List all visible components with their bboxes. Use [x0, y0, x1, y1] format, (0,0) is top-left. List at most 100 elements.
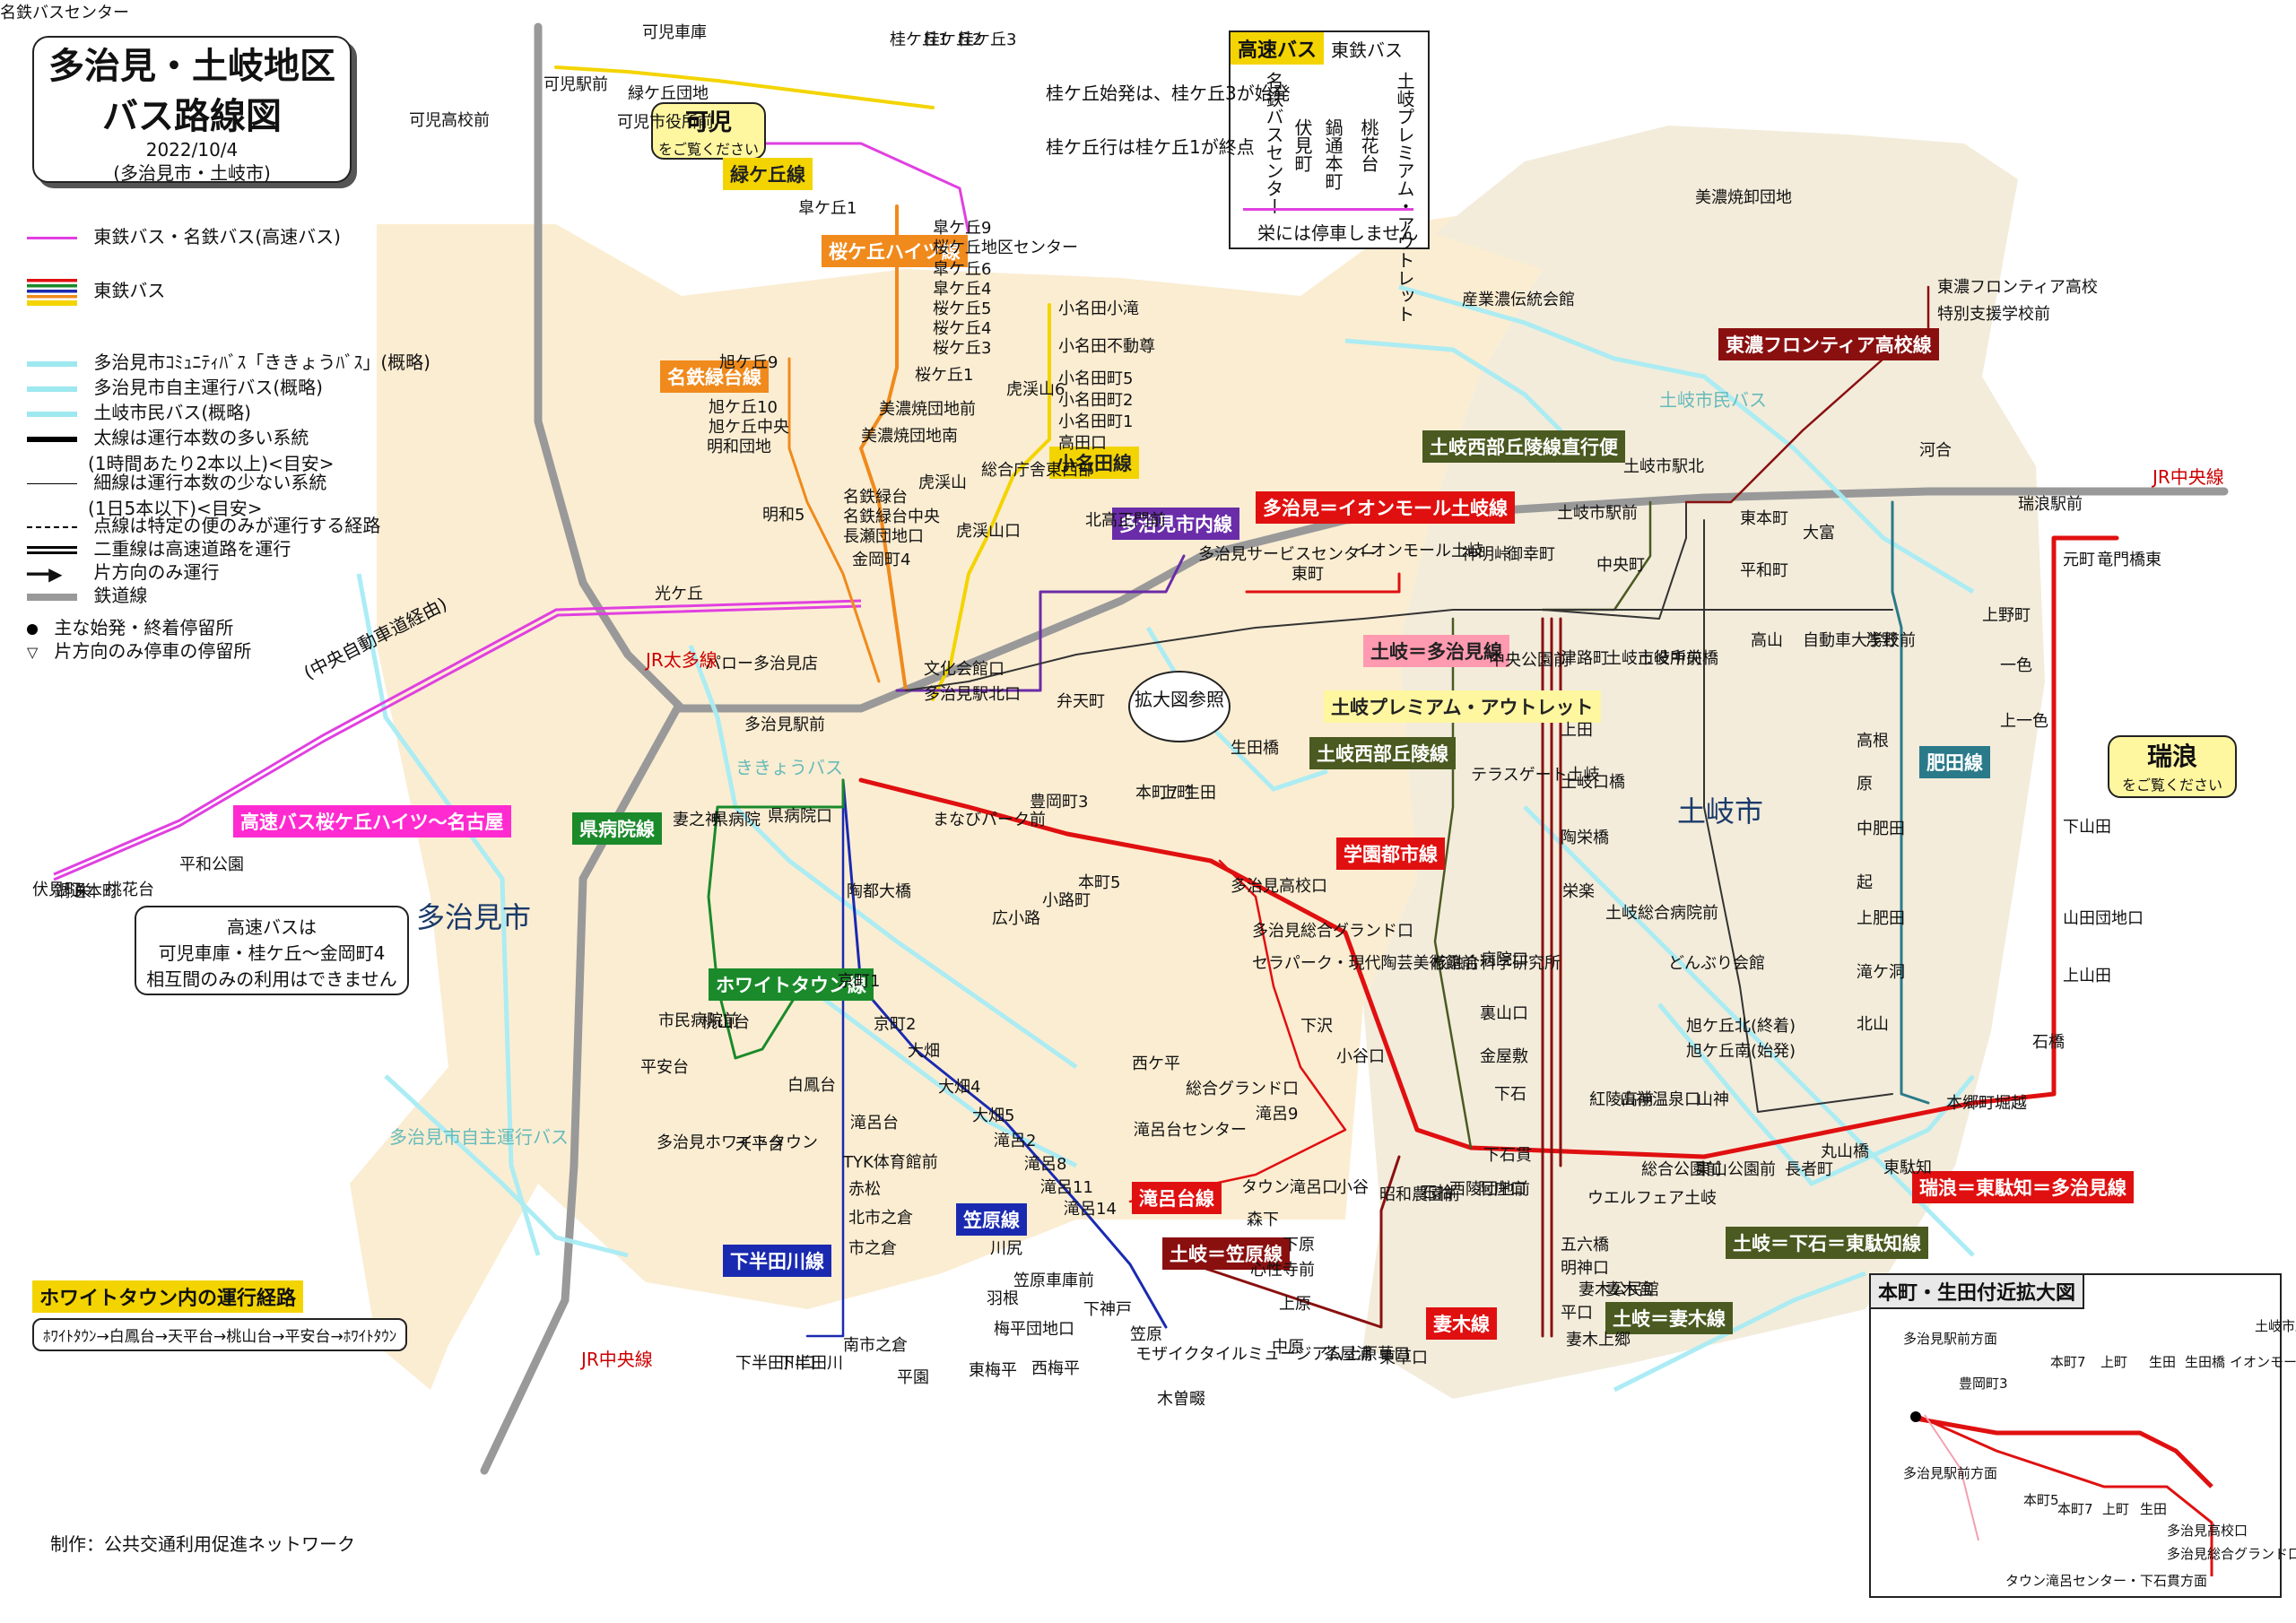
- bus-stop-label: 中央町: [1596, 556, 1645, 575]
- route-tag[interactable]: 妻木線: [1426, 1307, 1497, 1340]
- route-tag[interactable]: 東濃フロンティア高校線: [1718, 328, 1939, 360]
- route-tag[interactable]: 名鉄緑台線: [660, 360, 769, 393]
- bus-stop-label: 瑞浪駅前: [2018, 495, 2083, 514]
- route-tag[interactable]: 土岐＝多治見線: [1363, 635, 1509, 667]
- route-toki-tajimi: [905, 501, 1687, 691]
- highway-note-2: 可児車庫・桂ケ丘～金岡町4: [158, 942, 386, 964]
- highway-box-stop-0: 名鉄バスセンター: [1263, 72, 1284, 215]
- bus-stop-label: 旭ケ丘9: [719, 353, 778, 372]
- inset-label: 生田: [2140, 1501, 2168, 1517]
- bus-stop-label: 滝呂2: [994, 1132, 1037, 1150]
- bus-stop-label: 梅平団地口: [994, 1320, 1074, 1339]
- bus-stop-label: 竜門橋東: [2097, 551, 2161, 569]
- bus-stop-label: 西陵団地前: [1449, 1180, 1530, 1199]
- bus-stop-label: 桂ケ丘3: [958, 30, 1017, 49]
- bus-stop-label: 上町: [1161, 784, 1193, 803]
- bus-stop-label: 下原: [1283, 1236, 1315, 1254]
- route-tag[interactable]: 瑞浪＝東駄知＝多治見線: [1912, 1171, 2134, 1203]
- bus-stop-label: 多治見駅北口: [924, 685, 1021, 704]
- bus-stop-label: 東濃フロンティア高校: [1937, 278, 2098, 297]
- bus-stop-label: 津路町: [1561, 649, 1609, 668]
- route-tag[interactable]: 緑ケ丘線: [723, 158, 813, 190]
- legend-dotted: 点線は特定の便のみが運行する経路: [27, 511, 380, 537]
- bus-stop-label: 桃花台: [106, 881, 154, 899]
- route-tag[interactable]: 土岐＝下石＝東駄知線: [1726, 1227, 1928, 1259]
- see-kani-box[interactable]: 可児 をご覧ください: [651, 102, 766, 160]
- dot-icon: [27, 623, 38, 635]
- inset-lines: [1910, 1411, 2213, 1576]
- bus-stop-label: 南市之倉: [843, 1336, 908, 1355]
- bus-stop-label: 生田: [1184, 784, 1216, 803]
- route-tag[interactable]: 高速バス桜ケ丘ハイツ～名古屋: [233, 805, 511, 838]
- bus-stop-label: 桃山台: [701, 1013, 750, 1032]
- route-tag[interactable]: 肥田線: [1919, 746, 1990, 778]
- bus-stop-label: 下神戸: [1083, 1300, 1132, 1319]
- bus-stop-label: 皐ケ丘1: [798, 199, 857, 218]
- bus-stop-label: 長者町: [1785, 1160, 1833, 1179]
- bus-stop-label: 京町1: [838, 972, 881, 991]
- route-tag[interactable]: 滝呂台線: [1132, 1182, 1222, 1214]
- legend-terminal: 主な始発・終着停留所: [27, 613, 233, 639]
- route-tag[interactable]: 土岐＝笠原線: [1162, 1237, 1290, 1270]
- bus-stop-label: 滝呂台センター: [1134, 1121, 1247, 1140]
- bus-stop-label: 上肥田: [1857, 909, 1905, 928]
- bus-stop-label: 堀越: [1995, 1094, 2027, 1113]
- bus-stop-label: 皐ケ丘6: [933, 260, 992, 279]
- route-midorigaoka: [554, 65, 935, 109]
- highway-box-stop-2: 鍋通本町: [1322, 118, 1344, 190]
- legend-railway: 鉄道線: [27, 581, 147, 607]
- bus-stop-label: 滝呂11: [1040, 1178, 1093, 1197]
- route-tag[interactable]: 多治見＝イオンモール土岐線: [1256, 491, 1515, 524]
- bus-stop-label: 心性寺前: [1250, 1261, 1315, 1280]
- bus-stop-label: 桜ケ丘地区センター: [933, 239, 1078, 257]
- bus-stop-label: 五六橋: [1561, 1236, 1609, 1254]
- highway-box-line: [1243, 208, 1413, 211]
- route-tag[interactable]: 土岐＝妻木線: [1605, 1302, 1733, 1334]
- route-tag[interactable]: ホワイトタウン線: [709, 968, 874, 1001]
- route-tag[interactable]: 土岐西部丘陵線直行便: [1422, 430, 1625, 463]
- route-tag[interactable]: 土岐西部丘陵線: [1309, 737, 1456, 769]
- bus-stop-label: 皐ケ丘9: [933, 219, 992, 238]
- bus-stop-label: テラスゲート土岐: [1471, 766, 1600, 785]
- bus-stop-label: 上山田: [2063, 967, 2111, 985]
- route-tag[interactable]: 多治見市内線: [1112, 508, 1239, 540]
- bus-stop-label: 弁天町: [1057, 692, 1105, 711]
- bus-stop-label: 土岐市駅北: [1623, 457, 1704, 476]
- highway-note-box: 高速バスは 可児車庫・桂ケ丘～金岡町4 相互間のみの利用はできません: [135, 906, 409, 995]
- inset-label: 豊岡町3: [1959, 1376, 2008, 1392]
- bus-stop-label: 美濃焼団地南: [861, 427, 958, 446]
- route-tag[interactable]: 県病院線: [572, 812, 662, 845]
- route-tag[interactable]: 学園都市線: [1336, 838, 1445, 870]
- map-title: 多治見・土岐地区 バス路線図 2022/10/4 (多治見市・土岐市): [32, 36, 352, 184]
- bus-stop-label: 栄: [75, 882, 91, 901]
- bus-stop-label: 石拾: [1421, 1184, 1453, 1202]
- route-hida: [1891, 500, 1930, 1105]
- bus-stop-label: 神明峠: [1462, 545, 1510, 564]
- route-tag[interactable]: 桜ケ丘ハイツ線: [822, 235, 968, 267]
- route-tag[interactable]: 下半田川線: [723, 1245, 831, 1277]
- bus-stop-label: 桂ケ丘1: [890, 30, 949, 49]
- route-tag[interactable]: 笠原線: [956, 1203, 1027, 1236]
- bus-stop-label: 虎渓山口: [956, 522, 1021, 541]
- bus-stop-label: どんぶり会館: [1668, 954, 1765, 973]
- route-tag[interactable]: 土岐プレミアム・アウトレット: [1324, 690, 1601, 723]
- bus-stop-label: 県病院口: [768, 807, 832, 826]
- bus-stop-label: 旭ケ丘北(終着): [1686, 1017, 1796, 1036]
- whitetown-title: ホワイトタウン内の運行経路: [32, 1280, 304, 1313]
- bus-stop-label: 多治見総合グランド口: [1252, 922, 1413, 941]
- see-mizunami-box[interactable]: 瑞浪 をご覧ください: [2108, 735, 2237, 798]
- jr-chuo-label: JR中央線: [2152, 466, 2224, 488]
- bus-stop-label: 京町2: [874, 1015, 917, 1034]
- bus-stop-label: 中央公園前: [1489, 651, 1570, 670]
- legend-oneway-stop: ▽ 片方向のみ停車の停留所: [27, 640, 252, 662]
- highway-note-3: 相互間のみの利用はできません: [146, 968, 397, 990]
- bus-stop-label: 昭和農園前: [1379, 1185, 1460, 1204]
- bus-stop-label: 元町: [2063, 551, 2095, 569]
- bus-stop-label: 石橋: [2032, 1033, 2065, 1052]
- bus-stop-label: 土岐口橋: [1561, 773, 1625, 792]
- arrow-right-icon: ━━▶: [27, 562, 63, 585]
- bus-stop-label: 赤松: [848, 1180, 881, 1199]
- inset-map: 本町・生田付近拡大図 豊岡町3本町7上町生田生田橋イオンモール土岐方面土岐市駅前…: [1869, 1273, 2296, 1598]
- credit: 制作：公共交通利用促進ネットワーク: [50, 1533, 355, 1555]
- route-tag[interactable]: 小名田線: [1049, 447, 1139, 479]
